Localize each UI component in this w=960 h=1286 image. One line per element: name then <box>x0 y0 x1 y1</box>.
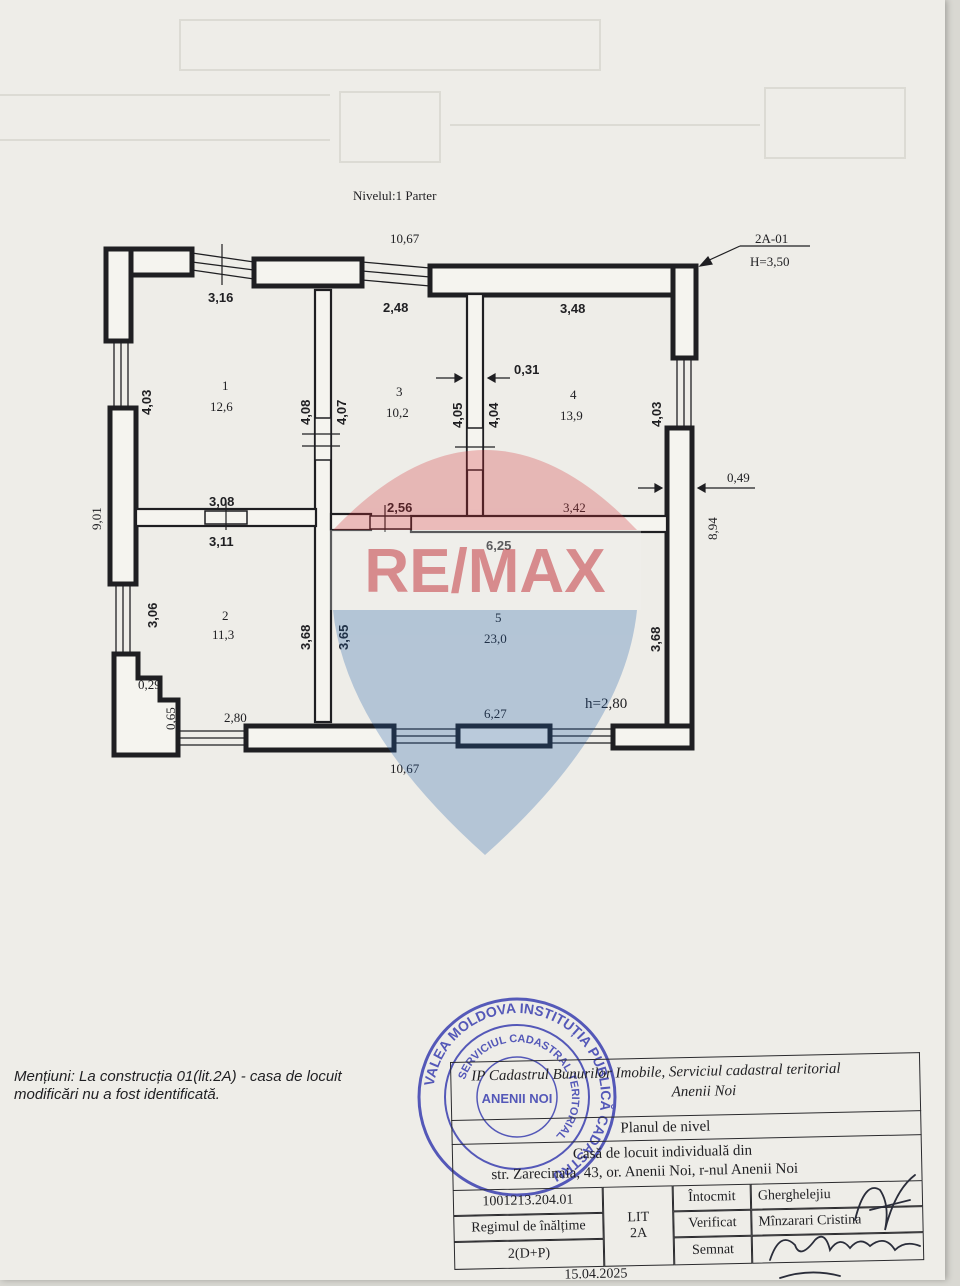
room-3-number: 3 <box>396 384 403 399</box>
room-5-area: 23,0 <box>484 631 507 646</box>
wall-top-right <box>427 263 699 298</box>
wall-top-mid <box>251 256 365 289</box>
watermark-brand: RE/MAX <box>364 537 605 606</box>
dim-r2-height: 3,68 <box>298 625 313 650</box>
room-2-number: 2 <box>222 608 229 623</box>
room-3-area: 10,2 <box>386 405 409 420</box>
dim-r4-height: 4,03 <box>649 402 664 427</box>
mentions-line-1: Mențiuni: La construcția 01(lit.2A) - ca… <box>14 1068 342 1085</box>
dim-r4-width: 3,48 <box>560 301 585 316</box>
official-stamp: VALEA MOLDOVA INSTITUȚIA PUBLICĂ CADASTR… <box>417 997 617 1197</box>
dim-mid-r2: 3,11 <box>209 534 234 549</box>
wall-right-upper <box>670 263 699 361</box>
mentions-note: Mențiuni: La construcția 01(lit.2A) - ca… <box>14 1068 434 1104</box>
tb-doc-title: Planul de nivel <box>620 1118 711 1137</box>
dim-r5-width: 6,25 <box>486 538 511 553</box>
floor-plan: Nivelul:1 Parter 10,67 10,67 2A-01 H=3,5… <box>89 188 810 776</box>
dim-overall-right: 8,94 <box>705 517 720 540</box>
dim-window-bottom-right: 6,27 <box>484 706 507 721</box>
plan-geometry <box>103 244 810 758</box>
dim-step-b: 0,65 <box>163 707 178 730</box>
dim-wall-thickness: 0,31 <box>514 362 539 377</box>
remax-watermark-logo: RE/MAX <box>329 450 641 855</box>
dim-r1-height: 4,03 <box>139 390 154 415</box>
wall-bottom-right <box>610 723 695 751</box>
dim-mid-r1: 3,08 <box>209 494 234 509</box>
tb-institution-line-1: IP Cadastrul Bunurilor Imobile, Serviciu… <box>471 1060 841 1085</box>
dim-window-bottom-left: 2,80 <box>224 710 247 725</box>
wall-int-1 <box>313 288 333 724</box>
dim-overall-bottom: 10,67 <box>390 761 420 776</box>
dim-mid-small: 2,56 <box>387 500 412 515</box>
tb-date: 15.04.2025 <box>564 1266 628 1283</box>
tb-cadastral-number: 1001213.204.01 <box>452 1186 604 1216</box>
handwritten-signature <box>769 1174 921 1279</box>
wall-left-mid <box>107 405 139 587</box>
room-4-number: 4 <box>570 387 577 402</box>
room-2-area: 11,3 <box>212 627 234 642</box>
dim-overall-left: 9,01 <box>89 507 104 530</box>
building-height: H=3,50 <box>750 254 789 269</box>
dim-outer-wall: 0,49 <box>727 470 750 485</box>
room-5-number: 5 <box>495 610 502 625</box>
dim-wall2-b: 4,04 <box>486 402 501 428</box>
dim-mid-r4: 3,42 <box>563 500 586 515</box>
room-4-area: 13,9 <box>560 408 583 423</box>
level-title: Nivelul:1 Parter <box>353 188 437 203</box>
tb-institution-row: IP Cadastrul Bunurilor Imobile, Serviciu… <box>450 1052 922 1120</box>
show-through-header <box>0 19 906 163</box>
dim-r5-right: 3,68 <box>648 627 663 652</box>
wall-left-upper <box>103 246 134 344</box>
dim-r5-left: 3,65 <box>336 625 351 650</box>
ceiling-height: h=2,80 <box>585 696 627 712</box>
dim-r1-width: 3,16 <box>208 290 233 305</box>
dim-step-a: 0,29 <box>138 677 161 692</box>
room-1-number: 1 <box>222 378 229 393</box>
room-1-area: 12,6 <box>210 399 233 414</box>
dim-wall1-a: 4,08 <box>298 400 313 425</box>
dim-r3-width: 2,48 <box>383 300 408 315</box>
tb-height-label: Regimul de înălțime <box>453 1212 604 1242</box>
wall-left-bottom-stepped <box>111 651 181 758</box>
tb-lit-label: LIT <box>627 1209 650 1226</box>
dim-r2-left: 3,06 <box>145 603 160 628</box>
stamp-center-text: ANENII NOI <box>482 1091 553 1106</box>
wall-right-lower <box>664 425 695 751</box>
mentions-line-2: modificări nu a fost identificată. <box>14 1086 220 1103</box>
tb-lit-cell: LIT 2A <box>602 1185 675 1267</box>
tb-lit-value: 2A <box>629 1225 648 1242</box>
dim-overall-top: 10,67 <box>390 231 420 246</box>
dim-wall1-b: 4,07 <box>334 400 349 425</box>
tb-institution-line-2: Anenii Noi <box>671 1083 737 1101</box>
building-ref: 2A-01 <box>755 231 788 246</box>
tb-height-value: 2(D+P) <box>453 1238 605 1270</box>
dim-wall2-a: 4,05 <box>450 403 465 428</box>
